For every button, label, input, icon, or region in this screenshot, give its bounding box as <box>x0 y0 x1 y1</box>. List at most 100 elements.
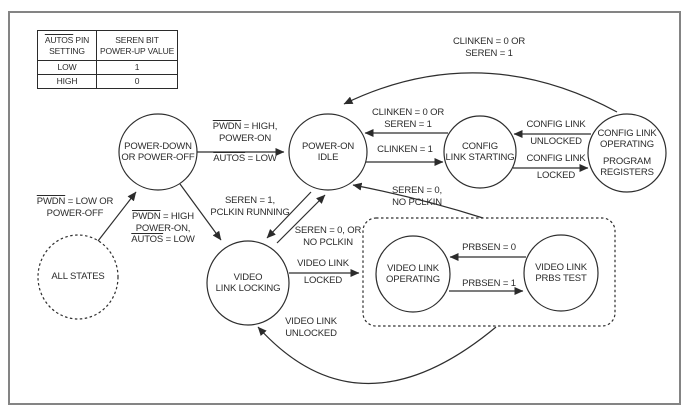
condition-text: CLINKEN = 0 OR <box>371 107 445 118</box>
state-power-on-idle-circle <box>288 113 368 191</box>
condition-text: CLINKEN = 0 OR <box>452 36 526 47</box>
transition-label-idle-to-config-starting: CLINKEN = 1 <box>362 144 448 156</box>
state-config-link-starting-circle <box>443 115 517 189</box>
state-text: OR POWER-OFF <box>121 152 195 163</box>
condition-text: SEREN = 1 <box>465 47 513 59</box>
transition-label-prbsen-0: PRBSEN = 0 <box>447 242 531 254</box>
condition-text: POWER-ON <box>218 132 272 144</box>
transition-label-video-locked-bottom: LOCKED <box>280 275 366 287</box>
transition-label-idle-to-video: SEREN = 1, PCLKIN RUNNING <box>202 195 298 218</box>
condition-text: POWER-ON, <box>135 222 191 234</box>
state-text: OPERATING <box>600 139 654 150</box>
autos-overlined: AUTOS <box>44 35 74 45</box>
table-cell-value: 0 <box>95 74 179 89</box>
table-header-autos-pin: AUTOS PIN SETTING <box>37 30 97 61</box>
transition-label-video-locked-top: VIDEO LINK <box>280 258 366 270</box>
table-header-seren-bit: SEREN BIT POWER-UP VALUE <box>95 30 179 61</box>
state-text: ALL STATES <box>51 271 105 283</box>
condition-text: = LOW <box>245 153 277 164</box>
autos-pin-table: AUTOS PIN SETTING SEREN BIT POWER-UP VAL… <box>37 30 179 89</box>
state-text: IDLE <box>317 152 339 163</box>
state-text: POWER-DOWN <box>124 140 192 152</box>
state-label-video-link-operating: VIDEO LINK OPERATING <box>376 236 450 312</box>
state-text: REGISTERS <box>600 167 654 178</box>
table-row: LOW 1 <box>37 60 179 75</box>
state-text: POWER-ON <box>301 140 355 152</box>
state-video-link-locking-circle <box>206 240 290 326</box>
transition-label-video-unlocked: VIDEO LINK UNLOCKED <box>266 316 356 339</box>
state-text: CONFIG LINK <box>597 127 657 139</box>
state-text: CONFIG <box>461 140 499 152</box>
transition-label-config-unlocked-bottom: UNLOCKED <box>510 136 602 148</box>
condition-text: UNLOCKED <box>285 327 337 339</box>
state-text: PRBS TEST <box>535 273 587 284</box>
state-text: OPERATING <box>386 274 440 285</box>
state-label-power-down: POWER-DOWN OR POWER-OFF <box>119 114 197 190</box>
state-video-link-prbs-test-circle <box>523 234 599 312</box>
arrow-idle-to-video-locking <box>266 191 312 239</box>
condition-text: PRBSEN = 0 <box>462 242 516 253</box>
transition-label-video-to-idle: SEREN = 0, OR NO PCLKIN <box>286 225 370 248</box>
state-config-link-operating-circle <box>587 113 667 193</box>
condition-text: NO PCLKIN <box>392 196 442 208</box>
condition-text: POWER-OFF <box>46 207 104 219</box>
state-label-all-states: ALL STATES <box>38 235 118 319</box>
seren-bit-text: SEREN BIT <box>115 35 159 45</box>
condition-text: LOCKED <box>536 170 576 181</box>
condition-text: = HIGH, <box>241 121 278 132</box>
setting-text: SETTING <box>49 45 85 56</box>
state-all-states-circle <box>37 234 119 320</box>
condition-text: LOCKED <box>303 275 343 286</box>
condition-text: = LOW OR <box>65 196 114 207</box>
transition-label-power-down-to-idle-bottom: AUTOS = LOW <box>197 153 293 165</box>
state-video-link-operating-circle <box>375 235 451 313</box>
figure-border <box>8 11 681 405</box>
pwdn-overlined: PWDN <box>212 121 242 132</box>
autos-overlined: AUTOS <box>131 234 164 245</box>
state-text: PROGRAM <box>602 155 652 167</box>
arrow-all-states-to-power-down <box>97 191 137 242</box>
transition-label-prbsen-1: PRBSEN = 1 <box>447 278 531 290</box>
state-text: VIDEO LINK <box>535 261 587 273</box>
video-group-dashed-box <box>362 217 616 327</box>
state-label-video-link-locking: VIDEO LINK LOCKING <box>207 241 289 325</box>
transition-label-config-locked-bottom: LOCKED <box>510 170 602 182</box>
condition-text: UNLOCKED <box>530 136 582 147</box>
pin-text: PIN <box>73 35 90 45</box>
condition-text: VIDEO LINK <box>285 316 337 327</box>
transition-label-config-starting-to-idle: CLINKEN = 0 OR SEREN = 1 <box>358 107 458 130</box>
condition-text: NO PCLKIN <box>303 236 353 248</box>
state-text: LINK STARTING <box>445 152 515 163</box>
autos-overlined: AUTOS <box>213 153 246 164</box>
condition-text: CONFIG LINK <box>526 153 586 164</box>
arrow-power-down-to-video-locking <box>179 183 222 241</box>
table-row: HIGH 0 <box>37 74 179 89</box>
table-cell-setting: HIGH <box>37 74 97 89</box>
condition-text: CLINKEN = 1 <box>377 144 433 155</box>
state-label-video-link-prbs-test: VIDEO LINK PRBS TEST <box>524 235 598 311</box>
condition-text: SEREN = 1, <box>225 195 275 206</box>
power-up-value-text: POWER-UP VALUE <box>100 45 175 56</box>
transition-label-config-unlocked-top: CONFIG LINK <box>510 119 602 131</box>
transition-label-power-down-to-idle-top: PWDN = HIGH, POWER-ON <box>197 121 293 144</box>
arrow-config-operating-to-idle-curve <box>343 72 618 113</box>
pwdn-overlined: PWDN <box>132 211 161 222</box>
table-cell-setting: LOW <box>37 60 97 75</box>
condition-text: CONFIG LINK <box>526 119 586 130</box>
transition-label-video-group-to-idle: SEREN = 0, NO PCLKIN <box>374 185 460 208</box>
arrow-video-group-to-video-locking-curve <box>257 326 497 385</box>
transition-label-config-locked-top: CONFIG LINK <box>510 153 602 165</box>
transition-label-power-down-to-video: PWDN = HIGH POWER-ON, AUTOS = LOW <box>116 211 210 246</box>
condition-text: PCLKIN RUNNING <box>210 206 290 218</box>
table-cell-value: 1 <box>95 60 179 75</box>
transition-label-config-operating-to-idle: CLINKEN = 0 OR SEREN = 1 <box>437 36 541 59</box>
state-text: VIDEO <box>233 271 263 283</box>
condition-text: = LOW <box>163 234 195 245</box>
condition-text: = HIGH <box>160 211 194 222</box>
condition-text: PRBSEN = 1 <box>462 278 516 289</box>
state-text: VIDEO LINK <box>387 262 439 274</box>
arrow-video-locking-to-idle <box>276 194 326 244</box>
condition-text: VIDEO LINK <box>297 258 349 269</box>
